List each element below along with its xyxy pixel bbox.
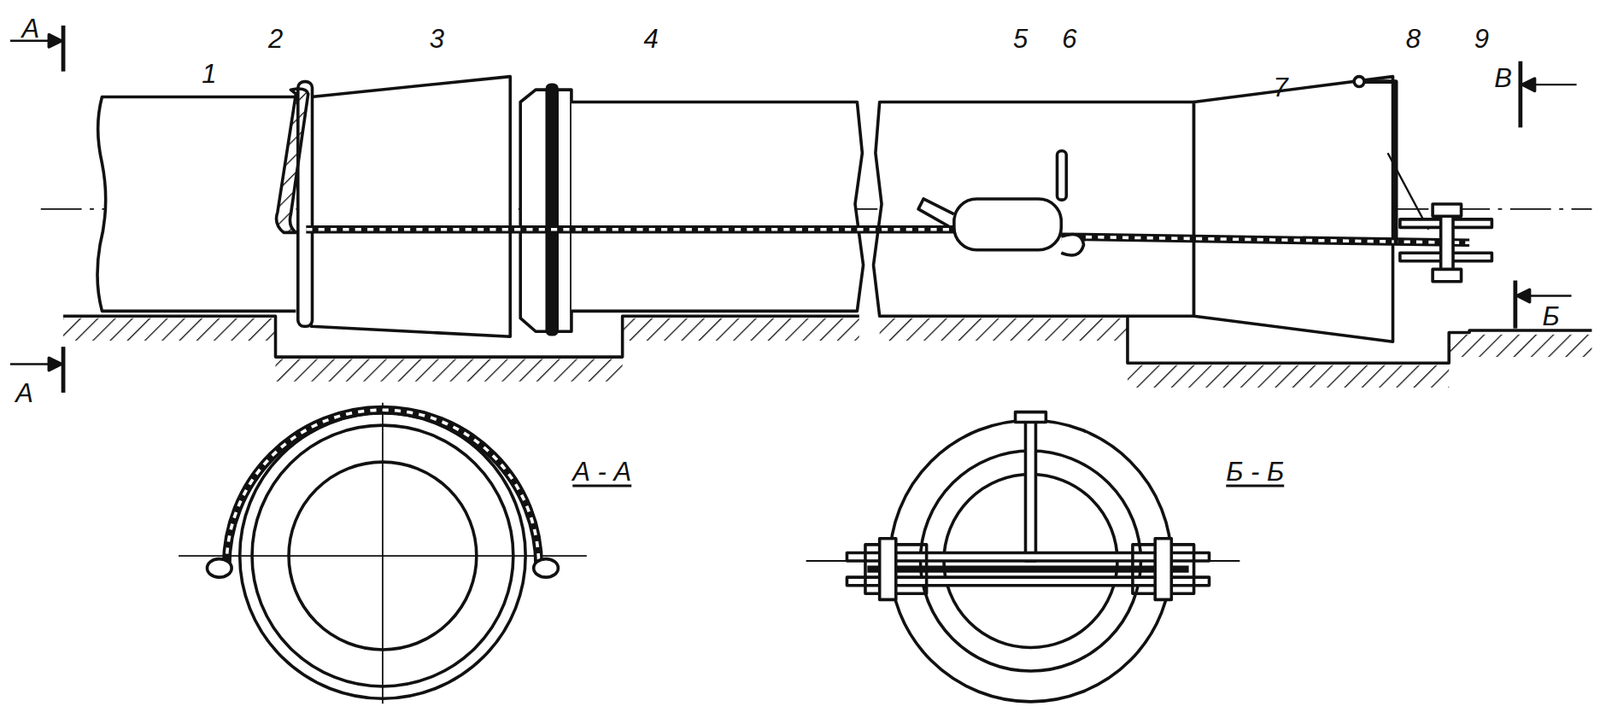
drawing-stroke [879, 318, 1128, 341]
clamp [1400, 204, 1493, 282]
callout-number: 3 [427, 24, 446, 53]
drawing-stroke [533, 559, 559, 579]
pipe-bell [310, 76, 510, 338]
cable [305, 229, 1470, 244]
drawing-stroke [226, 410, 540, 567]
drawing-stroke [1512, 281, 1518, 329]
hook [1060, 234, 1084, 255]
section-mark: А [19, 14, 42, 43]
bracket [1357, 82, 1396, 246]
sling [276, 88, 309, 233]
section-title: А - А [570, 457, 633, 486]
drawing-stroke [879, 539, 897, 601]
callout-number: 1 [199, 59, 218, 88]
drawing-stroke [879, 316, 1593, 364]
drawing-stroke [10, 25, 1592, 704]
handle [1057, 151, 1067, 200]
section-b [806, 412, 1241, 703]
tensioner [954, 199, 1061, 251]
callout-number: 9 [1472, 24, 1491, 53]
drawing-stroke [1353, 76, 1365, 88]
section-a [178, 403, 587, 704]
drawing-stroke [61, 346, 66, 393]
callout-number: 8 [1404, 24, 1423, 53]
drawing-stroke [305, 228, 955, 232]
drawing-stroke [288, 462, 477, 651]
drawing-stroke [61, 25, 66, 72]
drawing-stroke [275, 359, 623, 382]
callout-number: 4 [641, 24, 660, 53]
callout-number: 6 [1060, 24, 1079, 53]
section-mark: Б [1541, 302, 1562, 331]
drawing-stroke [305, 225, 955, 235]
drawing-stroke [240, 413, 526, 699]
drawing-stroke [48, 35, 61, 47]
drawing-stroke [867, 565, 1189, 573]
drawing-stroke [1517, 289, 1530, 302]
section-title: Б - Б [1224, 457, 1286, 486]
pipe [571, 101, 864, 311]
drawing-stroke [1517, 61, 1523, 129]
drawing-stroke [226, 410, 540, 567]
callout-number: 2 [266, 24, 285, 53]
hook [918, 199, 955, 227]
drawing-stroke [1060, 236, 1470, 243]
drawing-stroke [381, 403, 384, 704]
drawing-stroke [1432, 269, 1461, 282]
pipe-bell [1194, 76, 1394, 343]
drawing-stroke [1015, 412, 1047, 423]
drawing-stroke [48, 357, 61, 370]
drawing-stroke [206, 559, 232, 579]
drawing-stroke [622, 318, 860, 341]
pipe [873, 101, 1195, 317]
ring [546, 84, 557, 335]
section-mark: В [1492, 63, 1514, 92]
drawing-stroke [1522, 78, 1535, 91]
pipe [97, 97, 296, 312]
section-mark: А [13, 378, 36, 407]
drawing-stroke [1432, 204, 1461, 217]
drawing-stroke [1154, 539, 1172, 601]
drawing-stroke [63, 318, 276, 341]
callout-number: 5 [1011, 24, 1030, 53]
drawing-stroke [1127, 365, 1449, 388]
drawing-stroke [1025, 418, 1036, 562]
drawing-stroke [1448, 334, 1592, 358]
drawing-stroke [1060, 236, 1470, 243]
drawing-stroke [252, 425, 514, 687]
callout-number: 7 [1271, 72, 1290, 101]
